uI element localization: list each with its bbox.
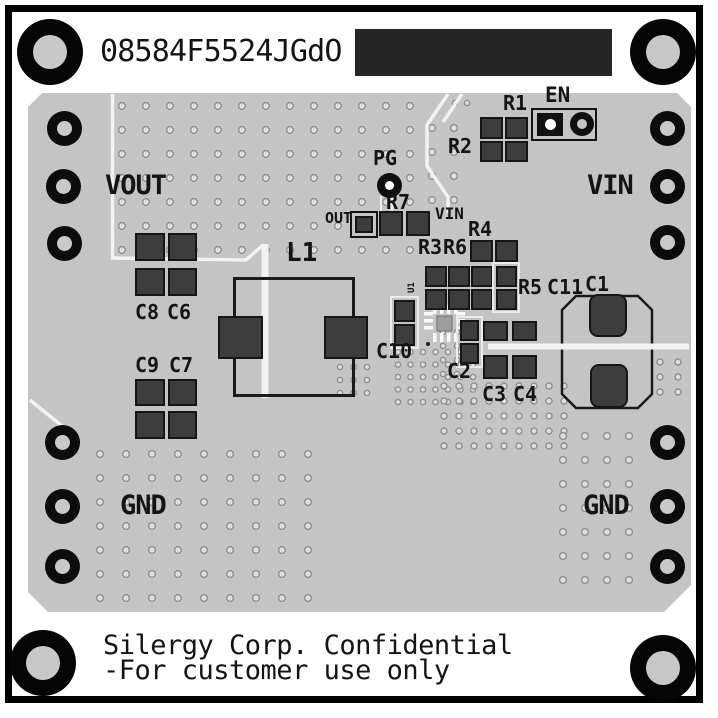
mounting-hole-top-right (630, 19, 696, 85)
r4-label: R4 (468, 217, 493, 241)
gnd-left-hole-2 (45, 489, 80, 524)
l1-pad (218, 316, 263, 359)
c2-pad (460, 343, 479, 364)
c3-pad (483, 321, 508, 341)
c6-pad (168, 233, 197, 261)
gnd-right-hole-1 (650, 425, 685, 460)
r2-pad (505, 141, 528, 162)
en-jumper-outline (531, 108, 597, 141)
u1-label: U1 (407, 282, 417, 293)
c9-pad (135, 411, 165, 439)
vout-label: VOUT (105, 170, 167, 201)
r3-pad (425, 266, 447, 287)
mounting-hole-bottom-right (630, 635, 696, 701)
out-pad (355, 216, 373, 233)
gnd-left-label: GND (120, 490, 167, 521)
c3-label: C3 (482, 382, 507, 406)
out-pad-outline (350, 211, 378, 238)
c4-label: C4 (513, 382, 538, 406)
c4-pad (512, 321, 537, 341)
r7-label: R7 (386, 190, 411, 214)
c3-pad (483, 355, 508, 379)
c2-outline (456, 316, 483, 368)
r4-pad (495, 240, 518, 262)
c10-outline (390, 296, 419, 349)
pg-label: PG (373, 146, 398, 170)
gnd-right-hole-2 (650, 489, 685, 524)
trace-gap-l1 (261, 244, 269, 398)
r1-label: R1 (503, 91, 528, 115)
footer-text: Silergy Corp. Confidential -For customer… (103, 630, 513, 686)
en-jumper-pin1 (537, 113, 563, 136)
gnd-right-label: GND (583, 490, 630, 521)
c1-label: C1 (585, 272, 610, 296)
vout-hole-1 (47, 111, 82, 146)
gnd-left-hole-1 (45, 425, 80, 460)
c9-label: C9 (135, 353, 160, 377)
c1-silk-outline (560, 294, 654, 410)
vin-hole-3 (650, 225, 685, 260)
r3-label: R3 (418, 235, 443, 259)
en-label: EN (545, 83, 571, 107)
r1-pad (505, 117, 528, 139)
mounting-hole-top-left (17, 19, 83, 85)
image-border-frame (5, 5, 703, 703)
c7-pad (168, 379, 197, 406)
vin-hole-2 (650, 169, 685, 204)
mounting-hole-bottom-left (10, 630, 76, 696)
r5-pad (471, 289, 493, 310)
c4-pad (512, 355, 537, 379)
l1-label: L1 (286, 238, 318, 268)
footer-line-2: -For customer use only (103, 655, 450, 686)
board-code-text: 08584F5524JGdO (100, 34, 342, 69)
c11-outline (492, 262, 520, 313)
vout-hole-3 (47, 226, 82, 261)
vout-hole-2 (46, 169, 81, 204)
r1-pad (480, 117, 503, 139)
r5-pad (471, 266, 493, 287)
c1-pad (590, 364, 628, 408)
r2-label: R2 (448, 134, 473, 158)
footer-line-1: Silergy Corp. Confidential (103, 630, 513, 661)
c8-pad (135, 233, 165, 261)
gnd-right-hole-3 (650, 549, 685, 584)
c7-label: C7 (169, 353, 194, 377)
c9-pad (135, 379, 165, 406)
c10-pad (394, 324, 415, 346)
r6-label: R6 (443, 235, 468, 259)
r6-pad (448, 289, 470, 310)
pg-trace-outline (380, 196, 393, 212)
vin-hole-1 (650, 111, 685, 146)
c6-label: C6 (167, 300, 192, 324)
r5-label: R5 (518, 275, 543, 299)
c11-pad (496, 289, 517, 310)
c10-label: C10 (376, 339, 413, 363)
trace-gap-c1 (488, 343, 689, 350)
c2-pad (460, 320, 479, 341)
c6-pad (168, 268, 197, 296)
c11-label: C11 (547, 275, 584, 299)
vin-pin-label: VIN (435, 204, 464, 223)
r6-pad (448, 266, 470, 287)
pg-testpoint (377, 173, 402, 198)
l1-pad (324, 316, 368, 359)
c8-label: C8 (135, 300, 160, 324)
c7-pad (168, 411, 197, 439)
en-jumper-pin2 (570, 112, 594, 136)
c8-pad (135, 268, 165, 296)
r3-pad (425, 289, 447, 310)
c11-pad (496, 266, 517, 287)
r7-pad (379, 211, 403, 236)
gnd-left-hole-3 (45, 549, 80, 584)
r4-pad (470, 240, 493, 262)
r7-pad (406, 211, 430, 236)
r2-pad (480, 141, 503, 162)
redaction-block (355, 29, 612, 76)
out-label: OUT (325, 209, 353, 227)
c1-pad (589, 294, 627, 337)
vin-label: VIN (587, 170, 634, 201)
c2-label: C2 (447, 359, 472, 383)
c10-pad (394, 300, 415, 322)
